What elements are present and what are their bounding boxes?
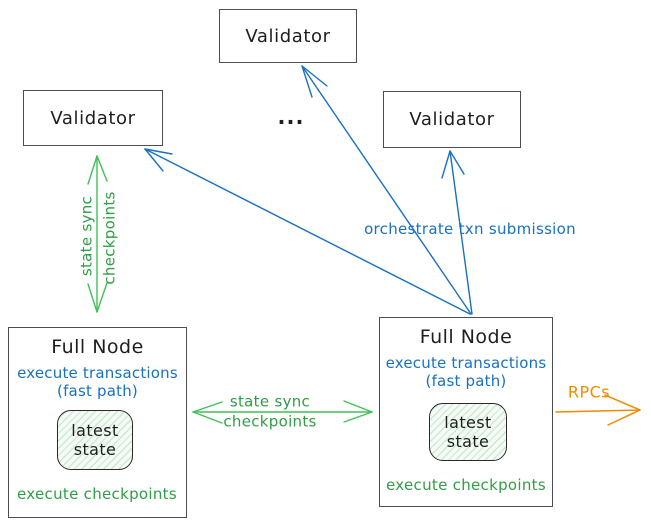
- state-sync-vertical-label-line1: state sync: [77, 195, 96, 277]
- full-node-left-exec-transactions: execute transactions (fast path): [17, 364, 178, 400]
- validator-left-box: Validator: [23, 90, 163, 146]
- horizontal-arrowhead-left: [192, 401, 223, 424]
- arrowhead-right-validator: [441, 150, 465, 179]
- validator-right-box: Validator: [383, 91, 521, 148]
- fast-path-text: (fast path): [425, 372, 507, 390]
- validator-right-label: Validator: [409, 109, 495, 130]
- latest-state-right-box: latest state: [429, 403, 507, 461]
- arrowhead-top-validator: [301, 65, 328, 98]
- validators-ellipsis: ...: [277, 105, 305, 129]
- validator-top-box: Validator: [219, 9, 357, 63]
- vertical-arrowhead-top: [87, 155, 108, 185]
- full-node-right-exec-transactions: execute transactions (fast path): [386, 354, 547, 390]
- full-node-right-exec-checkpoints: execute checkpoints: [386, 476, 546, 494]
- validator-top-label: Validator: [245, 25, 331, 47]
- exec-transactions-text: execute transactions: [17, 364, 178, 382]
- vertical-arrowhead-bottom: [87, 282, 108, 313]
- rpcs-label: RPCs: [567, 382, 611, 402]
- state-sync-horizontal-label-line1: state sync: [229, 392, 311, 411]
- orchestrate-txn-submission-label: orchestrate txn submission: [364, 220, 576, 238]
- state-sync-horizontal-label-line2: checkpoints: [223, 412, 317, 431]
- validator-left-label: Validator: [50, 107, 136, 129]
- rpcs-arrow-stem: [555, 409, 641, 413]
- latest-state-left-box: latest state: [57, 410, 133, 470]
- fast-path-text: (fast path): [57, 382, 138, 400]
- arrowhead-left-validator: [144, 148, 173, 172]
- full-node-right-title: Full Node: [419, 326, 513, 348]
- exec-transactions-text: execute transactions: [385, 354, 547, 372]
- full-node-left-title: Full Node: [51, 336, 144, 358]
- state-sync-vertical-label-line2: checkpoints: [100, 191, 119, 285]
- full-node-left-exec-checkpoints: execute checkpoints: [17, 485, 177, 503]
- latest-state-right-label: latest state: [444, 413, 492, 451]
- horizontal-arrowhead-right: [343, 400, 373, 423]
- latest-state-left-label: latest state: [71, 421, 119, 459]
- rpcs-arrowhead: [604, 394, 641, 426]
